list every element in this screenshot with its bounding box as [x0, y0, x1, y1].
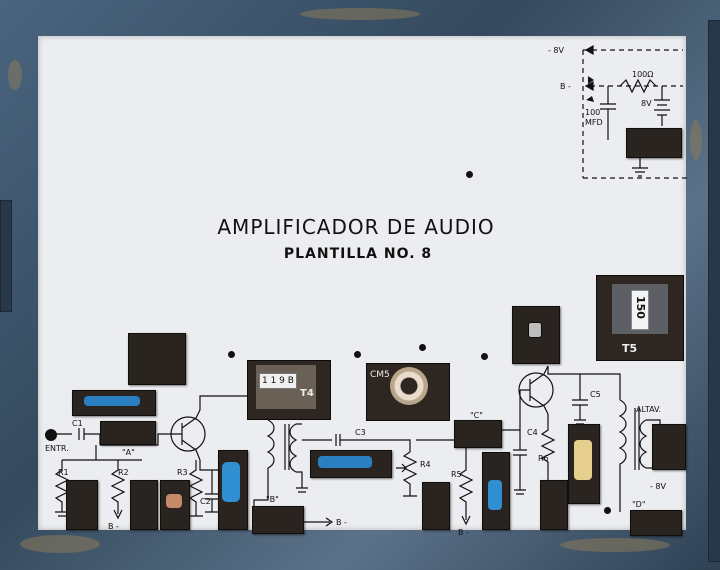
label-r2: R2 — [118, 468, 129, 477]
label-altav: ALTAV. — [636, 405, 662, 414]
rust-spot — [560, 538, 670, 552]
t4-tag: T4 — [300, 388, 314, 399]
block-r5 — [422, 482, 450, 530]
mount-hole — [419, 344, 426, 351]
capacitor-c2 — [222, 462, 240, 502]
hinge-right — [708, 20, 720, 562]
label-b-r2: B - — [108, 522, 119, 531]
label-c1: C1 — [72, 419, 83, 428]
block-r2 — [130, 480, 158, 530]
mount-hole — [481, 353, 488, 360]
label-b-arrow: B - — [336, 518, 347, 527]
label-b-top: B - — [560, 82, 571, 91]
label-b-quote: "B" — [266, 495, 279, 504]
label-r6: R6 — [538, 454, 549, 463]
capacitor-c4 — [488, 480, 502, 510]
capacitor-c3 — [318, 456, 372, 468]
board-subtitle: PLANTILLA NO. 8 — [283, 246, 433, 262]
block-c4 — [540, 480, 568, 530]
rust-spot — [20, 535, 100, 553]
label-r4: R4 — [420, 460, 431, 469]
mount-hole — [228, 351, 235, 358]
rust-spot — [690, 120, 702, 160]
pot-ring — [390, 367, 428, 405]
capacitor-c5 — [574, 440, 592, 480]
block-r1 — [66, 480, 98, 530]
block-power — [626, 128, 682, 158]
t4-code: 1 1 9 B — [262, 376, 294, 386]
label-c4: C4 — [527, 428, 538, 437]
label-d-quote: "D" — [632, 500, 646, 509]
t5-label-sticker — [631, 290, 649, 330]
board-title: AMPLIFICADOR DE AUDIO — [217, 215, 495, 239]
label-8v: 8V — [641, 99, 652, 108]
label-100-ohm: 100Ω — [632, 70, 654, 79]
block-transistor-1 — [128, 333, 186, 385]
label-c3: C3 — [355, 428, 366, 437]
label-r3: R3 — [177, 468, 188, 477]
input-jack[interactable] — [45, 429, 57, 441]
label-mfd: MFD — [585, 118, 603, 127]
hinge-left — [0, 200, 12, 312]
label-r1: R1 — [58, 468, 69, 477]
block-c — [454, 420, 502, 448]
resistor-r3 — [166, 494, 182, 508]
block-b — [252, 506, 304, 534]
mount-hole — [604, 507, 611, 514]
label-neg8v-top: - 8V — [548, 46, 564, 55]
label-entr: ENTR. — [45, 444, 69, 453]
label-r5: R5 — [451, 470, 462, 479]
block-a — [100, 421, 156, 445]
rust-spot — [300, 8, 420, 20]
label-a: "A" — [122, 448, 135, 457]
block-altav — [652, 424, 686, 470]
label-b-r5: B - — [458, 528, 469, 537]
mount-hole — [354, 351, 361, 358]
label-c-quote: "C" — [470, 411, 483, 420]
block-d — [630, 510, 682, 536]
t4-label-sticker — [259, 373, 297, 389]
label-cap-100: 100 — [585, 108, 601, 117]
label-c2: C2 — [200, 497, 211, 506]
t5-code: 150 — [634, 296, 647, 319]
label-neg8v-bottom: - 8V — [650, 482, 666, 491]
t5-tag: T5 — [622, 342, 638, 355]
label-c5: C5 — [590, 390, 601, 399]
rust-spot — [8, 60, 22, 90]
mount-hole — [466, 171, 473, 178]
pot-code: CM5 — [370, 370, 390, 380]
resistor-blue — [84, 396, 140, 406]
transistor-2-can — [528, 322, 542, 338]
